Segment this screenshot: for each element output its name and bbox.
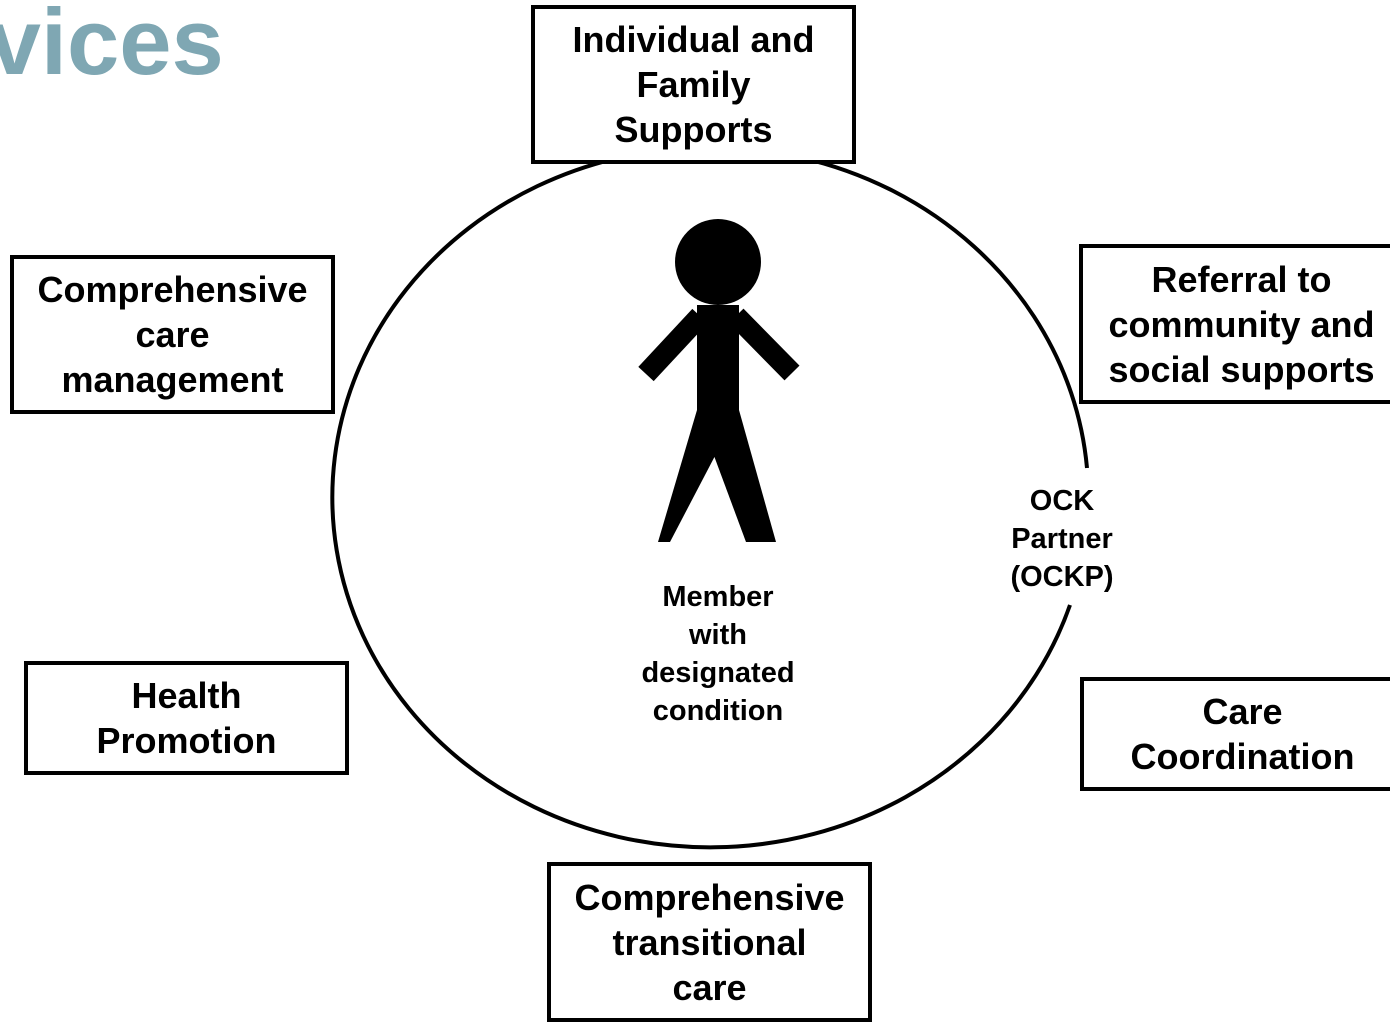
- individual-family-supports-box: Individual and Family Supports: [531, 5, 856, 164]
- transitional-care-box: Comprehensive transitional care: [547, 862, 872, 1022]
- member-label: Member with designated condition: [641, 581, 795, 727]
- care-management-box: Comprehensive care management: [10, 255, 335, 414]
- individual-family-supports-label: Individual and Family Supports: [572, 19, 815, 150]
- transitional-care-label: Comprehensive transitional care: [574, 876, 845, 1008]
- health-promotion-box: Health Promotion: [24, 661, 349, 775]
- ockp-label: OCK Partner (OCKP): [1010, 485, 1114, 593]
- health-promotion-label: Health Promotion: [96, 675, 277, 761]
- page-title: rvices: [0, 0, 224, 94]
- referral-supports-label: Referral to community and social support…: [1108, 258, 1375, 390]
- member-figure-icon: [638, 219, 800, 542]
- care-coordination-label: Care Coordination: [1130, 691, 1355, 777]
- care-coordination-box: Care Coordination: [1080, 677, 1390, 791]
- referral-supports-box: Referral to community and social support…: [1079, 244, 1390, 404]
- care-management-label: Comprehensive care management: [37, 269, 308, 400]
- ockp-ring: [330, 145, 1089, 850]
